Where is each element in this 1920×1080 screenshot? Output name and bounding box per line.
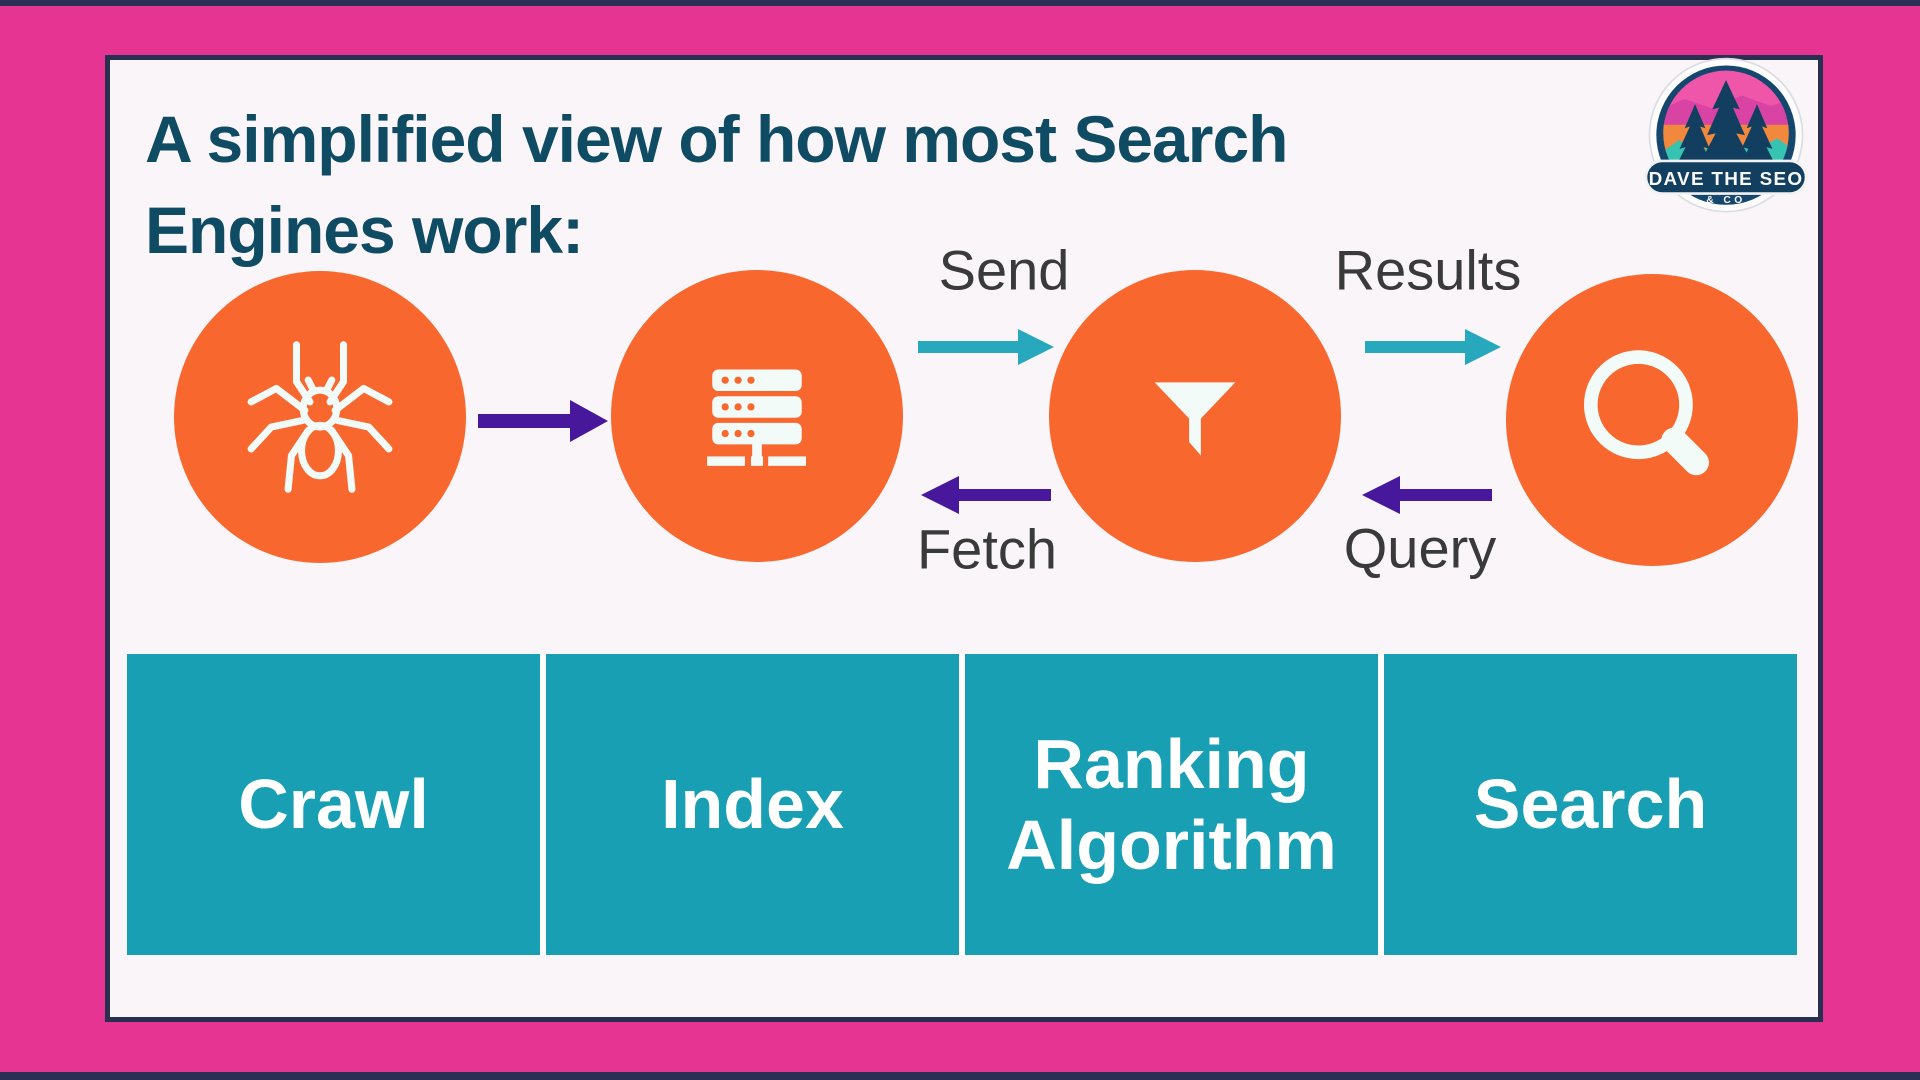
spider-icon xyxy=(247,341,393,493)
node-crawler xyxy=(174,271,466,563)
node-search xyxy=(1506,274,1798,566)
server-icon xyxy=(707,369,807,466)
label-results: Results xyxy=(1334,238,1522,302)
label-send: Send xyxy=(938,238,1070,302)
arrow-results xyxy=(1365,329,1501,365)
table-cell-ranking-algorithm: Ranking Algorithm xyxy=(965,654,1378,955)
table-cell-crawl: Crawl xyxy=(127,654,540,955)
arrow-fetch xyxy=(921,476,1051,514)
magnifier-icon xyxy=(1584,350,1709,476)
node-index-server xyxy=(611,270,903,562)
label-fetch: Fetch xyxy=(916,517,1058,581)
card-content: A simplified view of how most Search Eng… xyxy=(110,57,1818,1017)
logo-banner xyxy=(1644,159,1808,195)
frame-top-edge xyxy=(0,0,1920,6)
title-line-1: A simplified view of how most Search xyxy=(145,102,1288,176)
label-query: Query xyxy=(1343,516,1497,580)
arrow-query xyxy=(1362,476,1492,514)
arrow-send xyxy=(918,329,1054,365)
page-title: A simplified view of how most Search Eng… xyxy=(145,94,1375,276)
funnel-icon xyxy=(1154,382,1236,456)
process-table: Crawl Index Ranking Algorithm Search xyxy=(127,654,1797,955)
logo-sub-text: & CO xyxy=(1706,195,1746,206)
arrow-crawl-to-index xyxy=(478,400,608,442)
infographic-card: A simplified view of how most Search Eng… xyxy=(105,55,1823,1022)
title-line-2: Engines work: xyxy=(145,193,584,268)
table-cell-search: Search xyxy=(1384,654,1797,955)
frame-bottom-edge xyxy=(0,1072,1920,1080)
logo-trees xyxy=(1675,80,1777,178)
logo-banner-text: DAVE THE SEO xyxy=(1649,169,1804,190)
dave-the-seo-logo: DAVE THE SEO & CO xyxy=(1644,57,1808,213)
node-ranking-filter xyxy=(1049,270,1341,562)
table-cell-index: Index xyxy=(546,654,959,955)
